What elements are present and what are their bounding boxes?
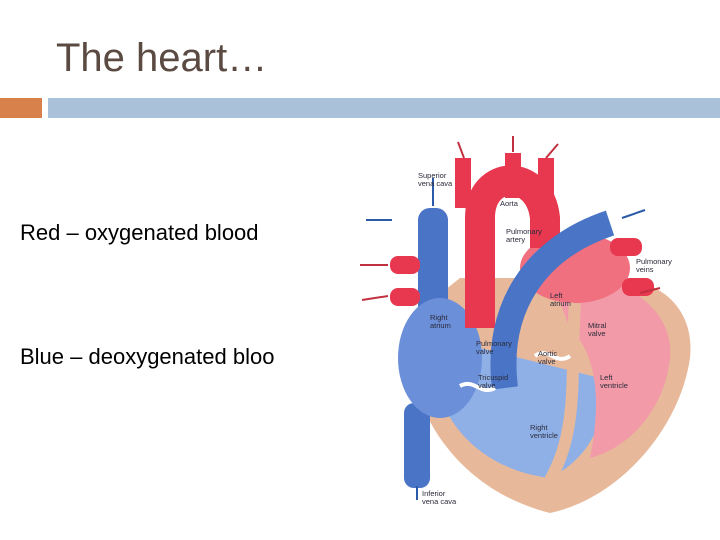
arrow-out-3 (545, 143, 559, 159)
inferior-vena-cava-vessel (404, 403, 430, 488)
arrow-pa-right (621, 209, 646, 219)
bullet-deoxygenated: Blue – deoxygenated bloo (20, 344, 275, 369)
label-superior-vena-cava: Superior vena cava (418, 171, 453, 188)
tricuspid-valve-shape (459, 382, 496, 392)
label-right-atrium: Right atrium (430, 313, 451, 330)
label-pulmonary-artery: Pulmonary artery (506, 227, 544, 244)
arrow-out-1 (457, 141, 465, 159)
label-tricuspid-valve: Tricuspid valve (478, 373, 510, 390)
pulmonary-vein-right-1 (610, 238, 642, 256)
label-pulmonary-valve: Pulmonary valve (476, 339, 514, 356)
label-right-ventricle: Right ventricle (530, 423, 558, 440)
aorta-branch-3 (538, 158, 554, 208)
mitral-valve-shape (533, 351, 572, 361)
left-ventricle-shape (550, 276, 671, 458)
pulmonary-vein-left-2 (390, 288, 420, 306)
arrow-in-right-1 (639, 287, 661, 294)
septum (544, 302, 581, 483)
slide-title: The heart… (56, 36, 268, 80)
pulmonary-vein-left-1 (390, 256, 420, 274)
label-aorta: Aorta (500, 199, 519, 208)
right-atrium-shape (398, 298, 482, 418)
arrow-in-left-2 (361, 295, 389, 301)
aorta-branch-1 (455, 158, 471, 208)
title-accent-bar-orange (0, 98, 42, 118)
pulmonary-vein-right-2 (622, 278, 654, 296)
title-accent-bar-blue (48, 98, 720, 118)
label-left-ventricle: Left ventricle (600, 373, 628, 390)
label-inferior-vena-cava: Inferior vena cava (422, 489, 457, 506)
aorta-branch-2 (505, 153, 521, 198)
label-mitral-valve: Mitral valve (588, 321, 608, 338)
pulmonary-artery-vessel (490, 210, 615, 390)
label-pulmonary-veins: Pulmonary veins (636, 257, 674, 274)
label-left-atrium: Left atrium (550, 291, 571, 308)
bullet-oxygenated: Red – oxygenated blood (20, 220, 259, 245)
label-aortic-valve: Aortic valve (538, 349, 559, 366)
heart-diagram: Superior vena cava Aorta Pulmonary arter… (360, 136, 691, 513)
